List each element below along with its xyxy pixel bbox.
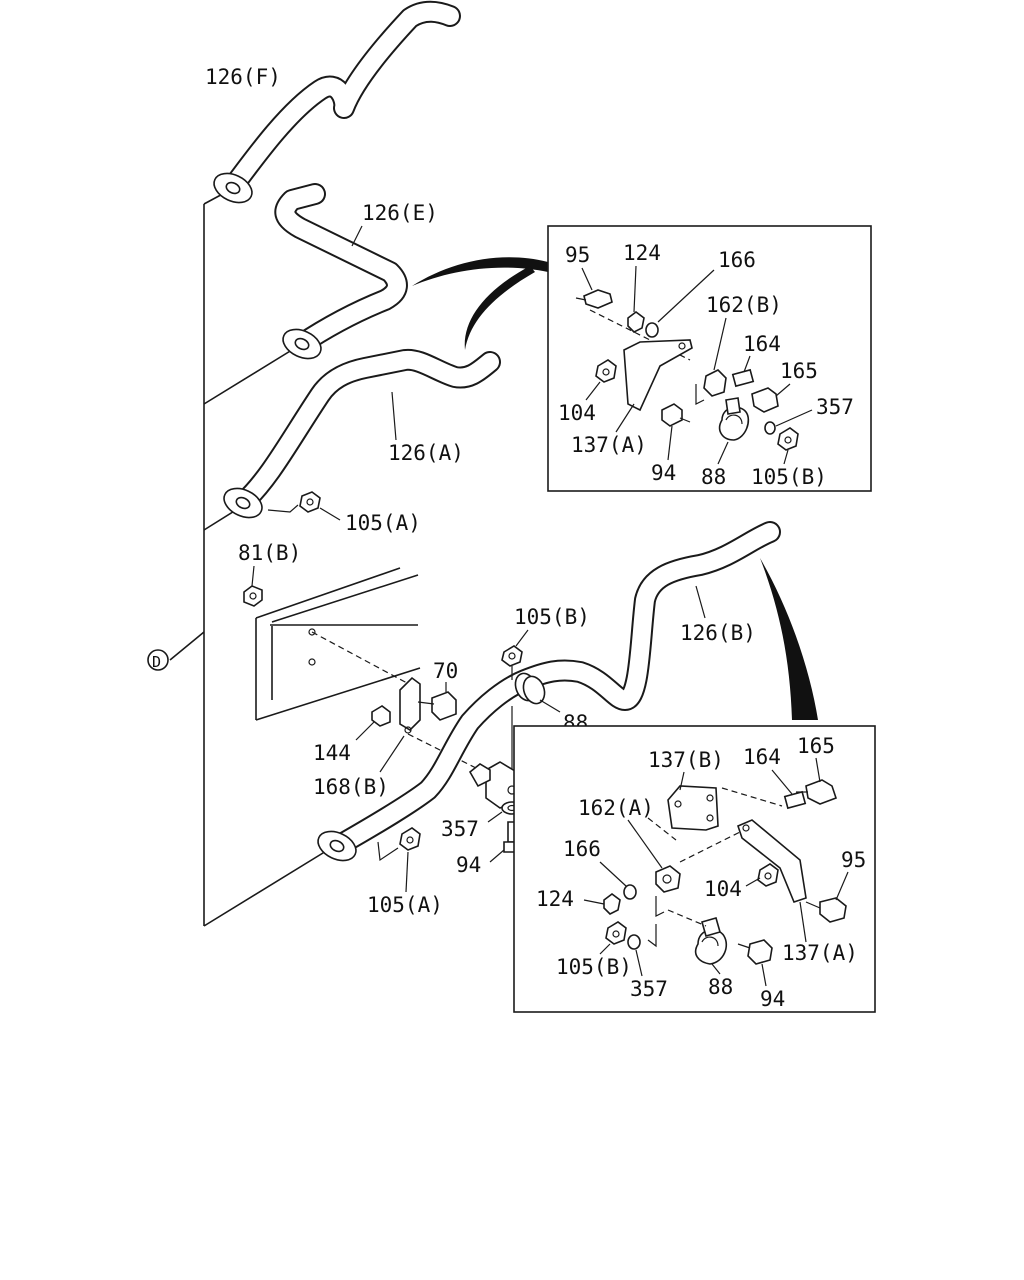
inset-lower-label-95: 95	[841, 848, 866, 872]
inset-lower-label-105b: 105(B)	[556, 955, 632, 979]
label-357-main: 357	[441, 817, 479, 841]
label-94-main: 94	[456, 853, 481, 877]
label-126a: 126(A)	[388, 441, 464, 465]
inset-lower-label-94: 94	[760, 987, 785, 1011]
marker-d-label: D	[152, 653, 161, 671]
inset-upper-label-95: 95	[565, 243, 590, 267]
inset-lower-label-165: 165	[797, 734, 835, 758]
callout-arrow-lower	[760, 558, 818, 720]
detail-inset-lower: 137(B) 164 165 162(A) 166 95 104 124 137…	[513, 725, 876, 1013]
label-105a-lower: 105(A)	[367, 893, 443, 917]
label-126b: 126(B)	[680, 621, 756, 645]
inset-upper-label-88: 88	[701, 465, 726, 489]
nut-105a-lower	[377, 827, 421, 862]
pipe-126b	[317, 521, 781, 862]
inset-upper-label-94: 94	[651, 461, 676, 485]
pipe-126e	[274, 183, 408, 360]
label-70: 70	[433, 659, 458, 683]
inset-lower-label-137a: 137(A)	[782, 941, 858, 965]
label-144: 144	[313, 741, 351, 765]
inset-lower-label-166: 166	[563, 837, 601, 861]
reference-marker-d: D	[147, 649, 169, 671]
label-168b: 168(B)	[313, 775, 389, 799]
inset-upper-label-104: 104	[558, 401, 596, 425]
inset-upper-label-166: 166	[718, 248, 756, 272]
inset-lower-label-162a: 162(A)	[578, 796, 654, 820]
pipe-126f	[213, 0, 461, 204]
inset-lower-label-124: 124	[536, 887, 574, 911]
inset-upper-label-124: 124	[623, 241, 661, 265]
inset-upper-label-105b: 105(B)	[751, 465, 827, 489]
inset-upper-label-164: 164	[743, 332, 781, 356]
inset-lower-label-137b: 137(B)	[648, 748, 724, 772]
label-126e: 126(E)	[362, 201, 438, 225]
nut-81b	[243, 585, 263, 607]
inset-lower-label-88: 88	[708, 975, 733, 999]
main-labels: 126(F) 126(E) 126(A) 105(A) 81(B) 70 144…	[205, 65, 756, 917]
inset-upper-label-165: 165	[780, 359, 818, 383]
detail-inset-upper: 95 124 166 162(B) 164 165 357 104 137(A)…	[547, 225, 872, 492]
frame-rail	[255, 567, 421, 721]
callout-arrow-upper	[412, 257, 548, 350]
inset-upper-label-162b: 162(B)	[706, 293, 782, 317]
inset-lower-label-104: 104	[704, 877, 742, 901]
inset-upper-label-137a: 137(A)	[571, 433, 647, 457]
inset-lower-label-357: 357	[630, 977, 668, 1001]
inset-upper-label-357: 357	[816, 395, 854, 419]
pipe-126a	[223, 348, 501, 519]
label-81b: 81(B)	[238, 541, 301, 565]
label-126f: 126(F)	[205, 65, 281, 89]
nut-105a-upper	[267, 491, 321, 513]
label-105a-upper: 105(A)	[345, 511, 421, 535]
grouping-bracket-lines	[169, 189, 337, 927]
label-105b-main: 105(B)	[514, 605, 590, 629]
inset-lower-label-164: 164	[743, 745, 781, 769]
